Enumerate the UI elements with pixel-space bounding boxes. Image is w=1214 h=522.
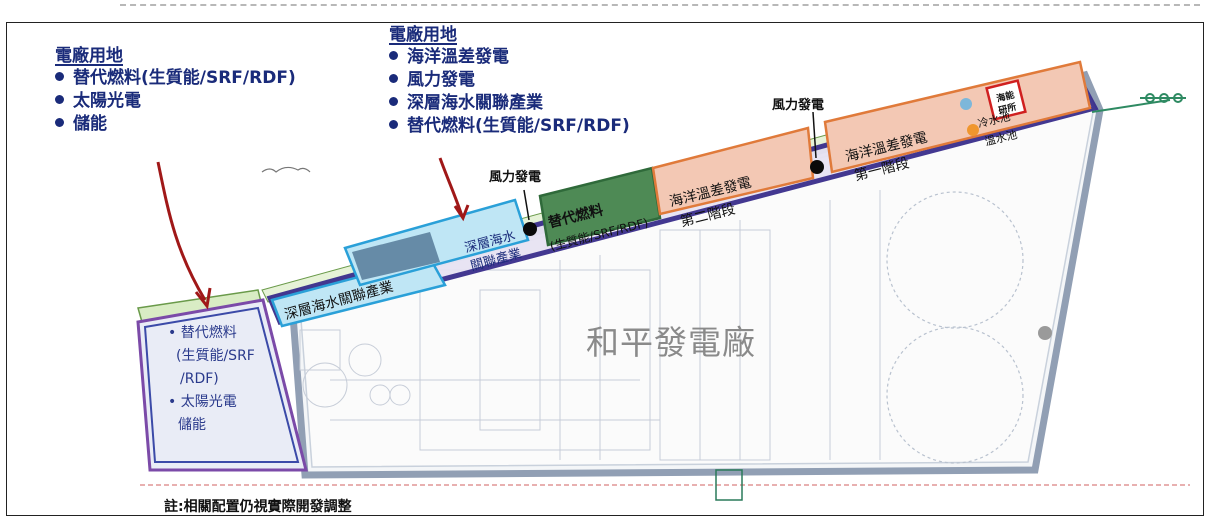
plant-drawing bbox=[299, 190, 881, 461]
tank-circles bbox=[886, 191, 1024, 464]
left-parcel-line: /RDF) bbox=[180, 371, 219, 387]
legend-left-heading: 電廠用地 bbox=[55, 46, 123, 66]
legend-center-heading: 電廠用地 bbox=[389, 25, 457, 45]
plant-name: 和平發電廠 bbox=[586, 323, 756, 362]
left-parcel-inner bbox=[143, 306, 300, 463]
warm-pool-dot bbox=[967, 124, 979, 136]
wind-turbine-dot-2 bbox=[810, 160, 824, 174]
wind-label-2: 風力發電 bbox=[772, 98, 825, 113]
left-parcel-line: (生質能/SRF bbox=[176, 348, 255, 364]
left-parcel-line: 儲能 bbox=[178, 417, 206, 433]
bullet-icon bbox=[389, 97, 398, 106]
map-frame bbox=[6, 22, 1204, 516]
otec-phase1-zone bbox=[823, 60, 1092, 174]
left-parcel-line: • 太陽光電 bbox=[168, 394, 237, 410]
legend-center-item: 風力發電 bbox=[389, 69, 630, 92]
footnote: 註:相關配置仍視實際開發調整 bbox=[164, 499, 352, 515]
legend-left-item: 儲能 bbox=[55, 113, 296, 136]
left-parcel bbox=[136, 298, 308, 472]
cropped-top-edge bbox=[120, 4, 1200, 6]
legend-left: 電廠用地 替代燃料(生質能/SRF/RDF) 太陽光電 儲能 bbox=[55, 45, 296, 136]
arrow-center-head bbox=[453, 204, 470, 222]
pipeline bbox=[1091, 93, 1186, 113]
legend-center-list: 海洋溫差發電 風力發電 深層海水關聯產業 替代燃料(生質能/SRF/RDF) bbox=[389, 46, 630, 138]
alt-fuel-zone bbox=[538, 166, 662, 247]
legend-center-item: 替代燃料(生質能/SRF/RDF) bbox=[389, 115, 630, 138]
arrow-left-head bbox=[194, 287, 212, 310]
harbour-pier bbox=[715, 469, 743, 501]
legend-left-item: 替代燃料(生質能/SRF/RDF) bbox=[55, 67, 296, 90]
arrow-left bbox=[156, 161, 207, 301]
wind-label-1: 風力發電 bbox=[489, 170, 542, 185]
legend-center-item: 海洋溫差發電 bbox=[389, 46, 630, 69]
otec-phase2-zone bbox=[651, 126, 815, 216]
left-parcel-line: • 替代燃料 bbox=[168, 325, 237, 341]
deep-sea-dark-band bbox=[352, 232, 440, 280]
bullet-icon bbox=[55, 72, 64, 81]
wind-pointer-2 bbox=[812, 111, 817, 159]
bullet-icon bbox=[55, 118, 64, 127]
scribble bbox=[261, 166, 311, 173]
legend-left-list: 替代燃料(生質能/SRF/RDF) 太陽光電 儲能 bbox=[55, 67, 296, 136]
bullet-icon bbox=[389, 74, 398, 83]
bullet-icon bbox=[389, 120, 398, 129]
legend-center: 電廠用地 海洋溫差發電 風力發電 深層海水關聯產業 替代燃料(生質能/SRF/R… bbox=[389, 24, 630, 138]
arrow-center bbox=[438, 157, 464, 217]
research-institute-box bbox=[985, 79, 1027, 121]
legend-center-item: 深層海水關聯產業 bbox=[389, 92, 630, 115]
grey-marker bbox=[1038, 326, 1052, 340]
cold-pool-dot bbox=[960, 98, 972, 110]
left-parcel-list: • 替代燃料 (生質能/SRF /RDF) • 太陽光電 儲能 bbox=[168, 322, 255, 437]
legend-left-item: 太陽光電 bbox=[55, 90, 296, 113]
bullet-icon bbox=[389, 51, 398, 60]
bullet-icon bbox=[55, 95, 64, 104]
wind-pointer-1 bbox=[523, 189, 530, 221]
wind-turbine-dot-1 bbox=[523, 222, 537, 236]
